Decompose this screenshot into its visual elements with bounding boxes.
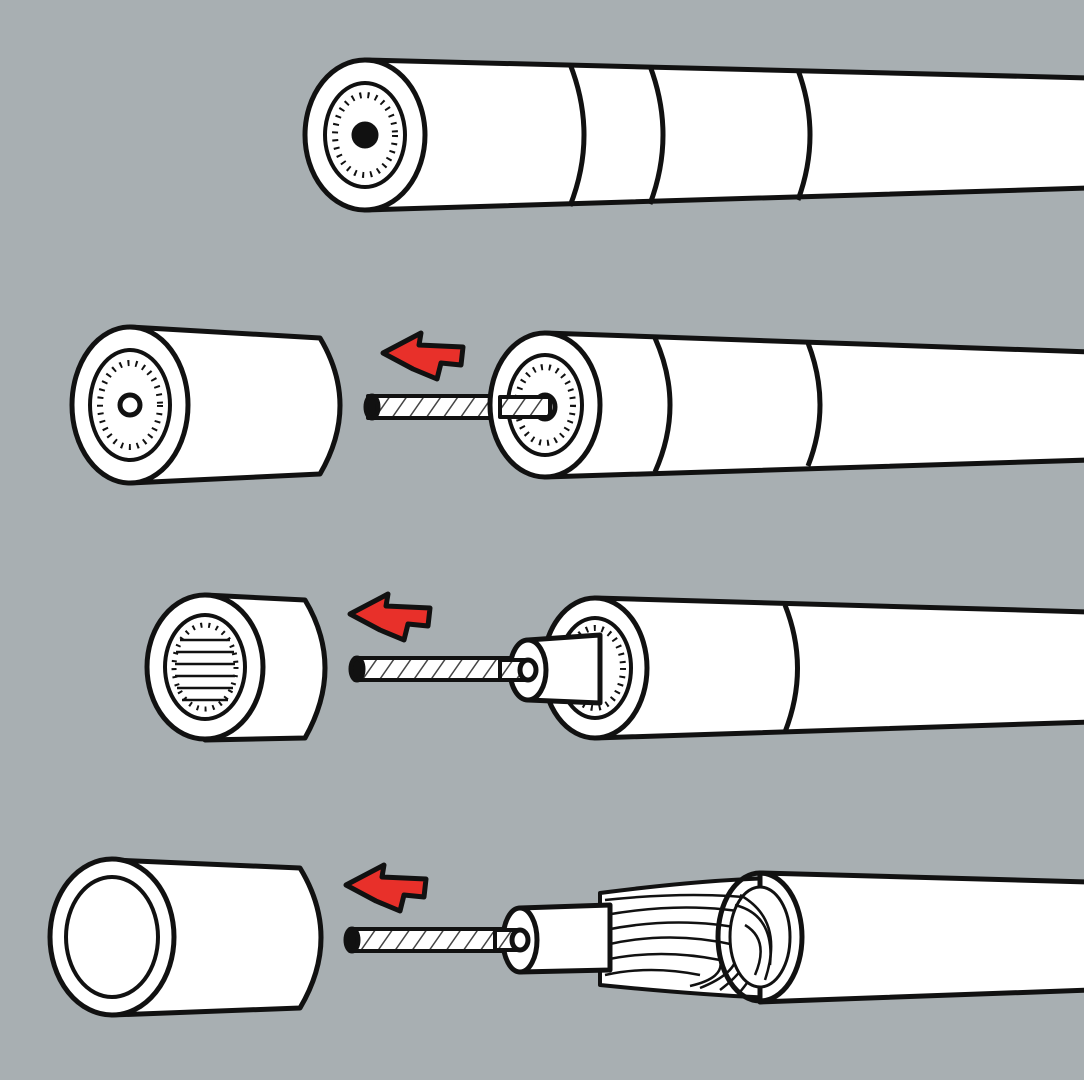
- stripped-outer-jacket-tube: [47, 856, 324, 1018]
- intact-cable: [302, 57, 1084, 213]
- stripped-jacket-piece: [69, 324, 343, 486]
- cable-step-4: [715, 870, 1084, 1005]
- cable-step-2: [487, 330, 1084, 480]
- stripped-jacket-braid-piece: [144, 592, 328, 743]
- cable-step-3: [498, 595, 1084, 741]
